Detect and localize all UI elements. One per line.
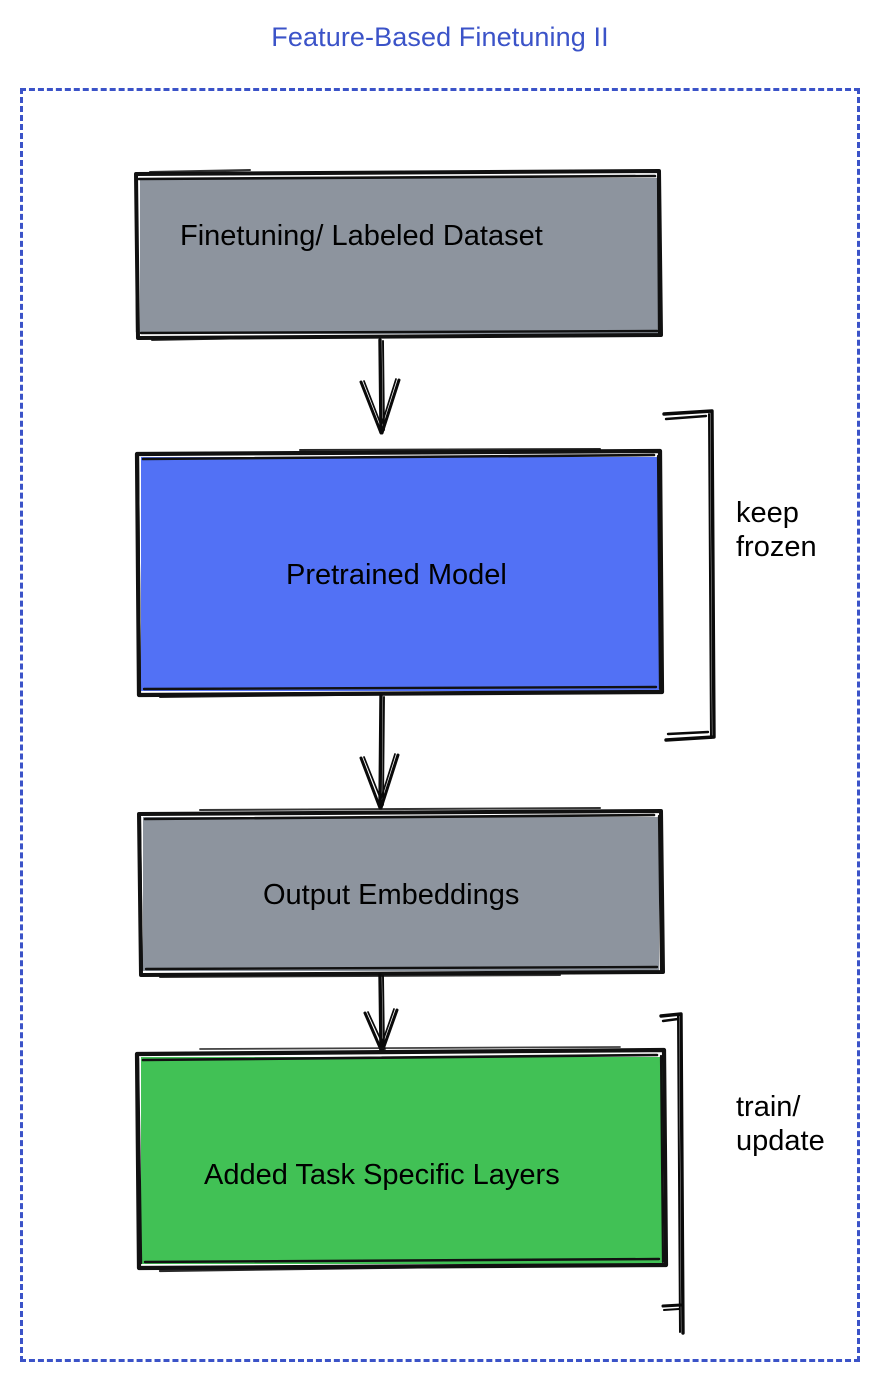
annotation-keep-frozen: keep frozen bbox=[736, 497, 817, 564]
node-pretrained-model[interactable] bbox=[136, 452, 660, 695]
node-task-specific-layers[interactable] bbox=[136, 1052, 664, 1268]
annotation-train-update: train/ update bbox=[736, 1091, 825, 1158]
node-label-pretrained-model: Pretrained Model bbox=[286, 559, 507, 591]
node-label-output-embeddings: Output Embeddings bbox=[263, 879, 520, 911]
node-output-embeddings[interactable] bbox=[138, 812, 662, 975]
diagram-outer-frame bbox=[20, 88, 860, 1362]
page-title: Feature-Based Finetuning II bbox=[271, 22, 609, 52]
node-finetuning-dataset[interactable] bbox=[134, 172, 660, 338]
node-label-finetuning-dataset: Finetuning/ Labeled Dataset bbox=[180, 220, 543, 252]
node-label-task-specific-layers: Added Task Specific Layers bbox=[204, 1159, 560, 1191]
